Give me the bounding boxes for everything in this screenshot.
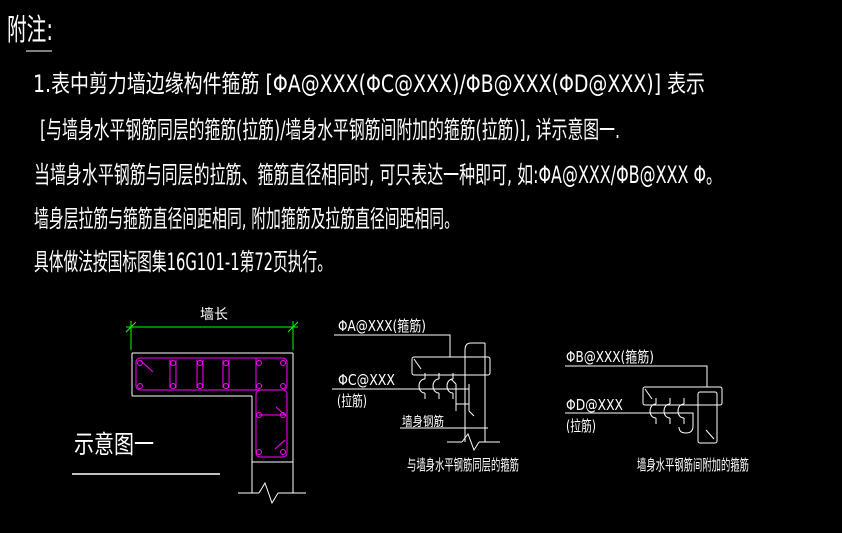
longitudinal-bar-circles <box>137 360 286 455</box>
wall-rebar-label: 墙身钢筋 <box>402 414 444 430</box>
same-layer-hoop-diagram: ΦA@XXX(箍筋) ΦC@XXX (拉筋) 墙身钢筋 与墙身水平钢筋同层的箍筋 <box>332 317 519 474</box>
note-line-1: 1.表中剪力墙边缘构件箍筋 [ΦA@XXX(ΦC@XXX)/ΦB@XXX(ΦD@… <box>33 70 705 98</box>
additional-hoop-diagram: ΦB@XXX(箍筋) ΦD@XXX (拉筋) 墙身水平钢筋间附加的箍筋 <box>565 348 749 474</box>
wall-vertical-bars <box>464 342 486 442</box>
edge-member-stirrups <box>135 357 288 458</box>
hoop-label-b: ΦB@XXX(箍筋) <box>566 348 654 366</box>
tie-label-d: ΦD@XXX <box>566 396 623 414</box>
tie-label-c-paren: (拉筋) <box>337 392 367 410</box>
hoop-label-b-leader <box>565 365 708 387</box>
note-line-5: 具体做法按国标图集16G101-1第72页执行。 <box>34 248 332 276</box>
notes-block: 附注: 1.表中剪力墙边缘构件箍筋 [ΦA@XXX(ΦC@XXX)/ΦB@XXX… <box>7 13 722 276</box>
dimension-tick-marks <box>125 321 299 333</box>
note-line-2: [与墙身水平钢筋同层的箍筋(拉筋)/墙身水平钢筋间附加的箍筋(拉筋)], 详示意… <box>40 116 620 144</box>
note-line-3: 当墙身水平钢筋与同层的拉筋、箍筋直径相同时, 可只表达一种即可, 如:ΦA@XX… <box>34 161 722 189</box>
hoop-label-a: ΦA@XXX(箍筋) <box>338 317 426 335</box>
break-symbol <box>258 481 279 505</box>
tie-bar-elevation <box>450 378 475 417</box>
dimension-line <box>125 321 299 350</box>
wall-plan-diagram: 墙长 示意图一 <box>72 307 306 505</box>
tie-label-c: ΦC@XXX <box>338 371 395 389</box>
tie-hooks-2 <box>649 398 685 424</box>
tie-label-d-leader <box>565 412 694 434</box>
tie-label-d-paren: (拉筋) <box>566 417 596 435</box>
break-symbol-2 <box>461 432 480 452</box>
diagram2-caption: 与墙身水平钢筋同层的箍筋 <box>407 456 519 474</box>
wall-outline <box>131 352 306 494</box>
dim-label-wall-length: 墙长 <box>200 307 228 323</box>
additional-hoop <box>697 391 718 444</box>
notes-title: 附注: <box>7 13 53 48</box>
hoop-label-a-leader <box>334 334 451 357</box>
horizontal-hoop-bar-2 <box>642 386 723 406</box>
horizontal-hoop-bar <box>411 356 491 376</box>
diagram3-caption: 墙身水平钢筋间附加的箍筋 <box>637 456 749 474</box>
tie-hooks <box>418 373 454 399</box>
note-line-4: 墙身层拉筋与箍筋直径间距相同, 附加箍筋及拉筋直径间距相同。 <box>34 205 459 233</box>
diagram1-caption: 示意图一 <box>74 430 154 459</box>
